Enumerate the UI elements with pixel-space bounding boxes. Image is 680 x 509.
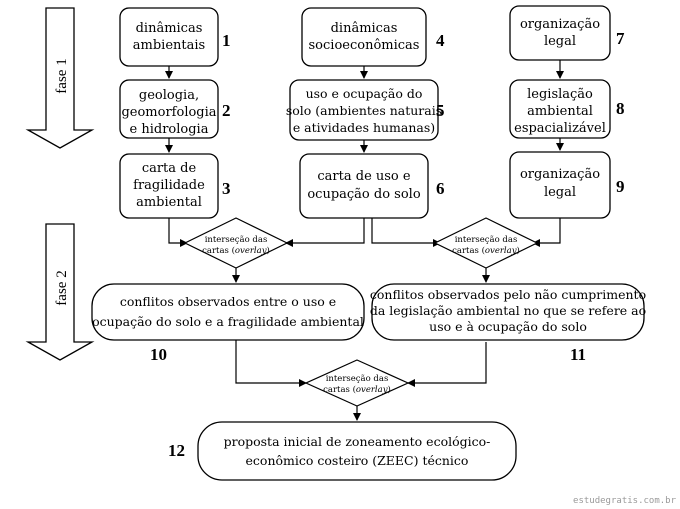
box-organizacao-legal-bottom: organização legal 9: [509, 151, 625, 219]
diamond-left-line-2: cartas (overlay): [202, 245, 270, 256]
box-uso-ocupacao: uso e ocupação do solo (ambientes natura…: [286, 79, 445, 141]
box-6-line-2: ocupação do solo: [307, 187, 420, 202]
diamond-bottom-line-1: interseção das: [326, 373, 389, 384]
box-3-line-2: fragilidade: [133, 178, 205, 193]
box-1-line-2: ambientais: [133, 38, 205, 53]
phase-1-arrow: fase 1: [25, 7, 95, 149]
box-11-line-3: uso e à ocupação do solo: [429, 319, 587, 334]
diamond-right-line-1: interseção das: [455, 234, 518, 245]
box-1-number: 1: [222, 31, 231, 50]
box-5-number: 5: [436, 101, 445, 120]
box-3-line-3: ambiental: [136, 195, 202, 210]
box-11-number: 11: [570, 345, 586, 364]
box-proposta-zeec: proposta inicial de zoneamento ecológico…: [168, 421, 517, 481]
box-3-line-1: carta de: [142, 161, 197, 176]
box-7-line-1: organização: [520, 17, 600, 32]
box-11-line-2: da legislação ambiental no que se refere…: [370, 303, 646, 318]
phase-2-arrow: fase 2: [25, 223, 95, 361]
box-6-line-1: carta de uso e: [317, 169, 411, 184]
box-4-line-2: socioeconômicas: [309, 38, 420, 53]
box-2-line-1: geologia,: [139, 88, 199, 103]
box-8-line-3: espacializável: [514, 121, 606, 136]
intersection-diamond-left: interseção das cartas (overlay): [183, 217, 289, 269]
box-6-number: 6: [436, 179, 445, 198]
box-geologia: geologia, geomorfologia e hidrologia 2: [119, 79, 231, 139]
box-2-line-3: e hidrologia: [130, 122, 209, 137]
box-4-number: 4: [436, 31, 445, 50]
box-7-line-2: legal: [544, 34, 576, 49]
watermark-text: estudegratis.com.br: [573, 496, 677, 506]
box-carta-uso: carta de uso e ocupação do solo 6: [299, 153, 445, 219]
diamond-left-line-1: interseção das: [205, 234, 268, 245]
box-legislacao: legislação ambiental espacializável 8: [509, 79, 625, 139]
box-11-line-1: conflitos observados pelo não cumpriment…: [370, 287, 646, 302]
box-carta-fragilidade: carta de fragilidade ambiental 3: [119, 153, 231, 219]
box-3-number: 3: [222, 179, 231, 198]
box-12-number: 12: [168, 441, 185, 460]
box-8-number: 8: [616, 99, 625, 118]
diamond-bottom-line-2: cartas (overlay): [323, 384, 391, 395]
box-2-line-2: geomorfologia: [121, 105, 216, 120]
box-1-line-1: dinâmicas: [136, 21, 203, 36]
box-conflitos-fragilidade: conflitos observados entre o uso e ocupa…: [91, 283, 365, 364]
box-8-line-1: legislação: [527, 87, 593, 102]
box-10-line-1: conflitos observados entre o uso e: [120, 294, 336, 309]
phase-1-label: fase 1: [54, 58, 70, 93]
box-9-line-1: organização: [520, 167, 600, 182]
intersection-diamond-right: interseção das cartas (overlay): [433, 217, 539, 269]
box-organizacao-legal-top: organização legal 7: [509, 5, 625, 61]
box-dinamicas-ambientais: dinâmicas ambientais 1: [119, 7, 231, 67]
box-12-line-2: econômico costeiro (ZEEC) técnico: [246, 453, 469, 468]
box-9-number: 9: [616, 177, 625, 196]
box-7-number: 7: [616, 29, 625, 48]
phase-2-label: fase 2: [54, 270, 70, 305]
box-12-line-1: proposta inicial de zoneamento ecológico…: [224, 434, 491, 449]
box-2-number: 2: [222, 101, 231, 120]
box-5-line-2: solo (ambientes naturais: [286, 103, 442, 118]
box-4-line-1: dinâmicas: [331, 21, 398, 36]
box-5-line-1: uso e ocupação do: [306, 86, 423, 101]
box-8-line-2: ambiental: [527, 104, 593, 119]
intersection-diamond-bottom: interseção das cartas (overlay): [304, 359, 410, 407]
box-9-line-2: legal: [544, 185, 576, 200]
box-5-line-3: e atividades humanas): [293, 120, 435, 135]
box-dinamicas-socioeconomicas: dinâmicas socioeconômicas 4: [301, 7, 445, 67]
diamond-right-line-2: cartas (overlay): [452, 245, 520, 256]
box-10-number: 10: [150, 345, 167, 364]
box-10-line-2: ocupação do solo e a fragilidade ambient…: [92, 314, 364, 329]
box-conflitos-legislacao: conflitos observados pelo não cumpriment…: [370, 283, 646, 364]
